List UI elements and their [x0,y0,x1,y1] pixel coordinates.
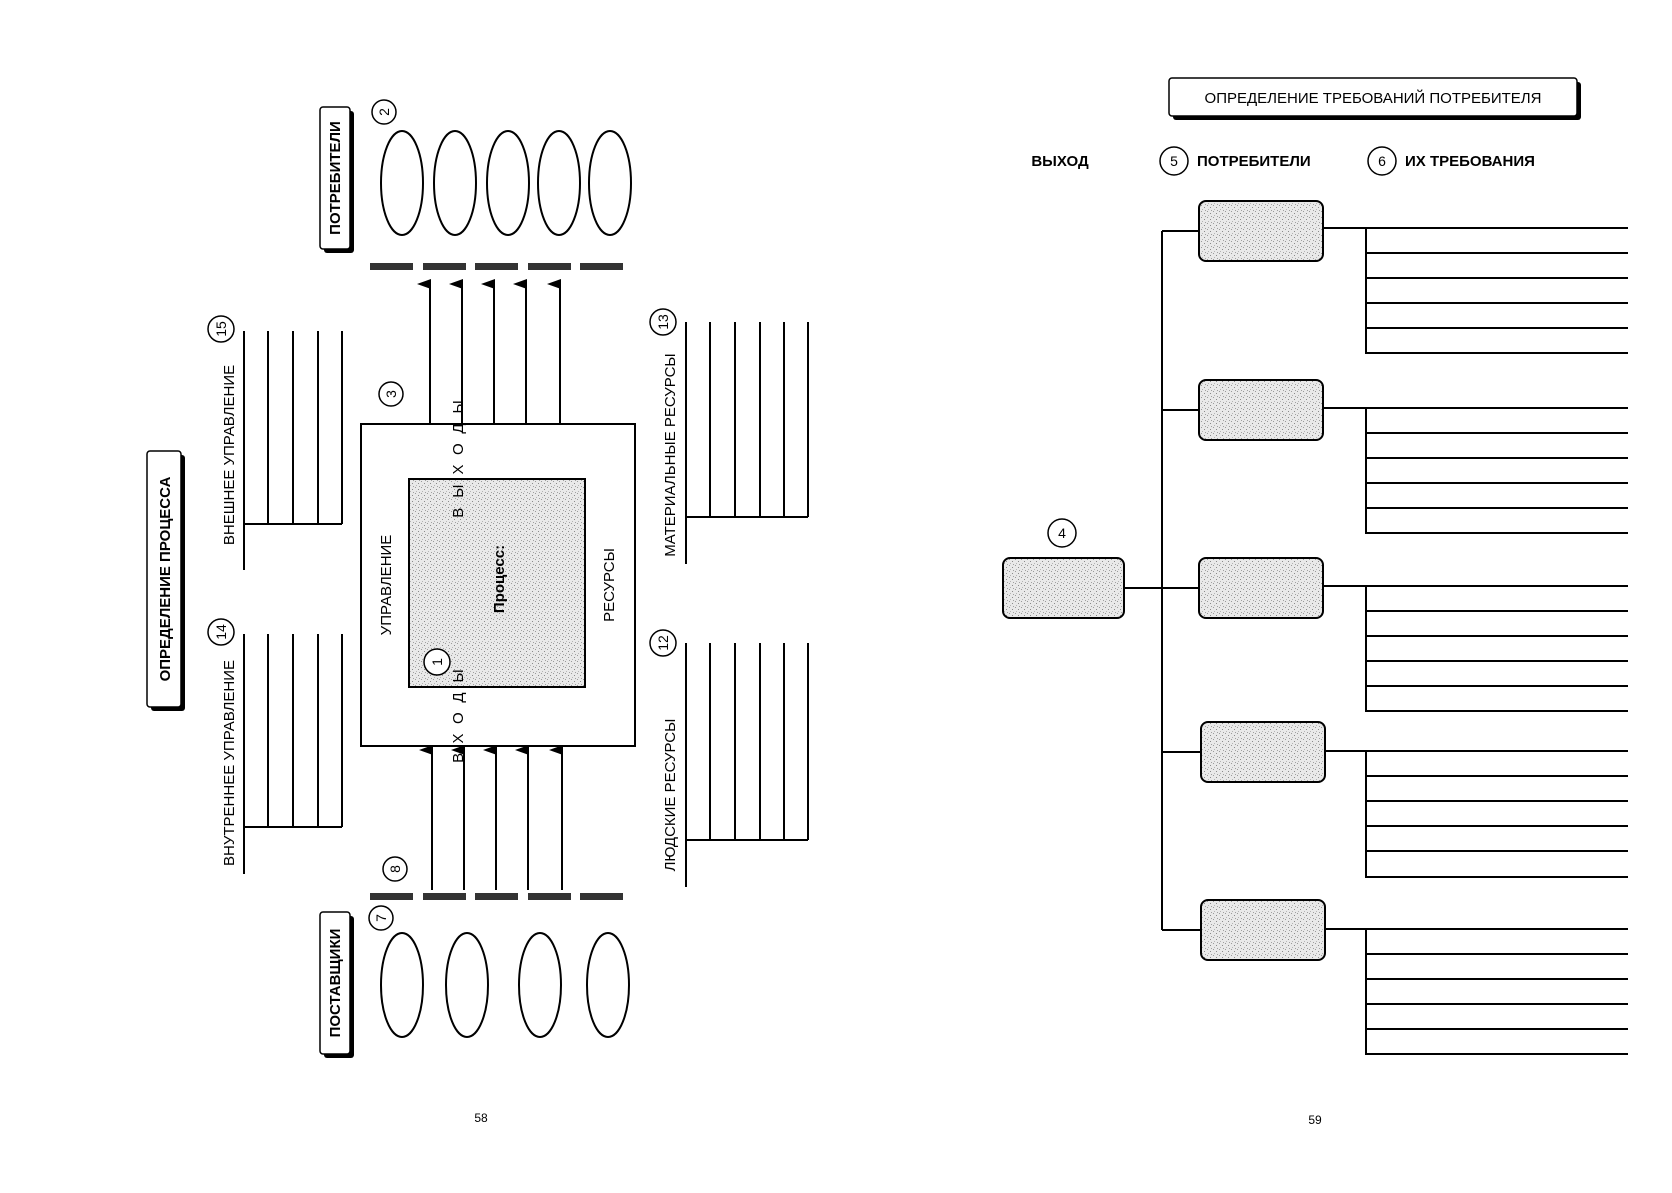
consumer-box [1198,379,1324,441]
consumer-box [1200,721,1326,783]
process-frame: УПРАВЛЕНИЕ РЕСУРСЫ ВЫХОДЫ ВХОДЫ Процесс:… [360,390,636,763]
svg-text:13: 13 [655,314,671,330]
svg-text:3: 3 [383,390,399,398]
consumer-ellipse [433,130,477,236]
consumer-box [1200,899,1326,961]
material-resources-label: МАТЕРИАЛЬНЫЕ РЕСУРСЫ [662,353,679,556]
outputs-label: ВЫХОДЫ [450,390,467,518]
marker-4: 4 [1047,518,1077,548]
human-resources-label: ЛЮДСКИЕ РЕСУРСЫ [662,719,679,872]
svg-text:8: 8 [387,865,403,873]
right-page: ОПРЕДЕЛЕНИЕ ТРЕБОВАНИЙ ПОТРЕБИТЕЛЯ ВЫХОД… [1002,77,1628,1127]
svg-text:2: 2 [376,108,392,116]
supplier-ellipse [586,932,630,1038]
marker-2: 2 [371,99,397,125]
control-label: УПРАВЛЕНИЕ [378,535,395,636]
process-definition-title: ОПРЕДЕЛЕНИЕ ПРОЦЕССА [146,450,185,711]
material-resources-group: МАТЕРИАЛЬНЫЕ РЕСУРСЫ 13 [649,308,809,564]
external-control-label: ВНЕШНЕЕ УПРАВЛЕНИЕ [221,365,238,545]
consumer-ellipses [380,130,632,236]
internal-control-lines [243,634,343,874]
requirement-lines [1323,227,1628,1055]
tree-connectors [1124,230,1201,931]
column-requirements: ИХ ТРЕБОВАНИЯ [1405,153,1535,170]
internal-control-label: ВНУТРЕННЕЕ УПРАВЛЕНИЕ [221,660,238,866]
marker-7: 7 [368,905,394,931]
inputs-label: ВХОДЫ [450,659,467,763]
svg-text:15: 15 [213,321,229,337]
marker-8: 8 [382,856,408,882]
human-resources-lines [685,643,809,887]
supplier-ellipse [518,932,562,1038]
consumer-box [1198,557,1324,619]
marker-3: 3 [378,381,404,407]
requirements-title: ОПРЕДЕЛЕНИЕ ТРЕБОВАНИЙ ПОТРЕБИТЕЛЯ [1168,77,1581,120]
marker-5: 5 [1159,146,1189,176]
supplier-ellipses [380,932,630,1038]
svg-text:5: 5 [1170,153,1178,169]
consumer-ellipse [486,130,530,236]
svg-text:4: 4 [1058,525,1066,541]
marker-14: 14 [207,618,235,646]
supplier-label-strips [370,893,623,900]
consumer-label-strips [370,263,623,270]
column-consumers: ПОТРЕБИТЕЛИ [1197,153,1311,170]
external-control-lines [243,331,343,570]
output-arrows [417,279,561,424]
consumer-ellipse [380,130,424,236]
consumers-label: ПОТРЕБИТЕЛИ [327,121,344,235]
marker-13: 13 [649,308,677,336]
marker-12: 12 [649,629,677,657]
material-resources-lines [685,322,809,564]
supplier-ellipse [380,932,424,1038]
column-headers: ВЫХОД 5 ПОТРЕБИТЕЛИ 6 ИХ ТРЕБОВАНИЯ [1031,146,1535,176]
consumer-box [1198,200,1324,262]
consumers-group: ПОТРЕБИТЕЛИ 2 [319,99,632,270]
consumer-boxes [1198,200,1326,961]
svg-text:1: 1 [429,658,445,666]
suppliers-label: ПОСТАВЩИКИ [327,929,344,1038]
input-arrows [419,745,563,890]
internal-control-group: ВНУТРЕННЕЕ УПРАВЛЕНИЕ 14 [207,618,343,874]
right-page-title: ОПРЕДЕЛЕНИЕ ТРЕБОВАНИЙ ПОТРЕБИТЕЛЯ [1205,89,1542,107]
human-resources-group: ЛЮДСКИЕ РЕСУРСЫ 12 [649,629,809,887]
marker-1: 1 [423,648,451,676]
svg-text:14: 14 [213,624,229,640]
external-control-group: ВНЕШНЕЕ УПРАВЛЕНИЕ 15 [207,315,343,570]
left-page: ОПРЕДЕЛЕНИЕ ПРОЦЕССА ПОТРЕБИТЕЛИ 2 [146,99,809,1125]
consumer-ellipse [588,130,632,236]
svg-text:6: 6 [1378,153,1386,169]
svg-text:7: 7 [373,914,389,922]
supplier-ellipse [445,932,489,1038]
page-number-right: 59 [1308,1113,1322,1127]
process-label: Процесс: [491,545,508,613]
page-number-left: 58 [474,1111,488,1125]
marker-6: 6 [1367,146,1397,176]
output-box [1002,557,1125,619]
resources-label: РЕСУРСЫ [601,548,618,622]
consumer-ellipse [537,130,581,236]
svg-text:12: 12 [655,635,671,651]
left-page-title: ОПРЕДЕЛЕНИЕ ПРОЦЕССА [157,476,174,681]
marker-15: 15 [207,315,235,343]
output-box-group: 4 [1002,518,1125,619]
column-output: ВЫХОД [1031,153,1089,170]
suppliers-group: ПОСТАВЩИКИ 7 [319,905,630,1058]
